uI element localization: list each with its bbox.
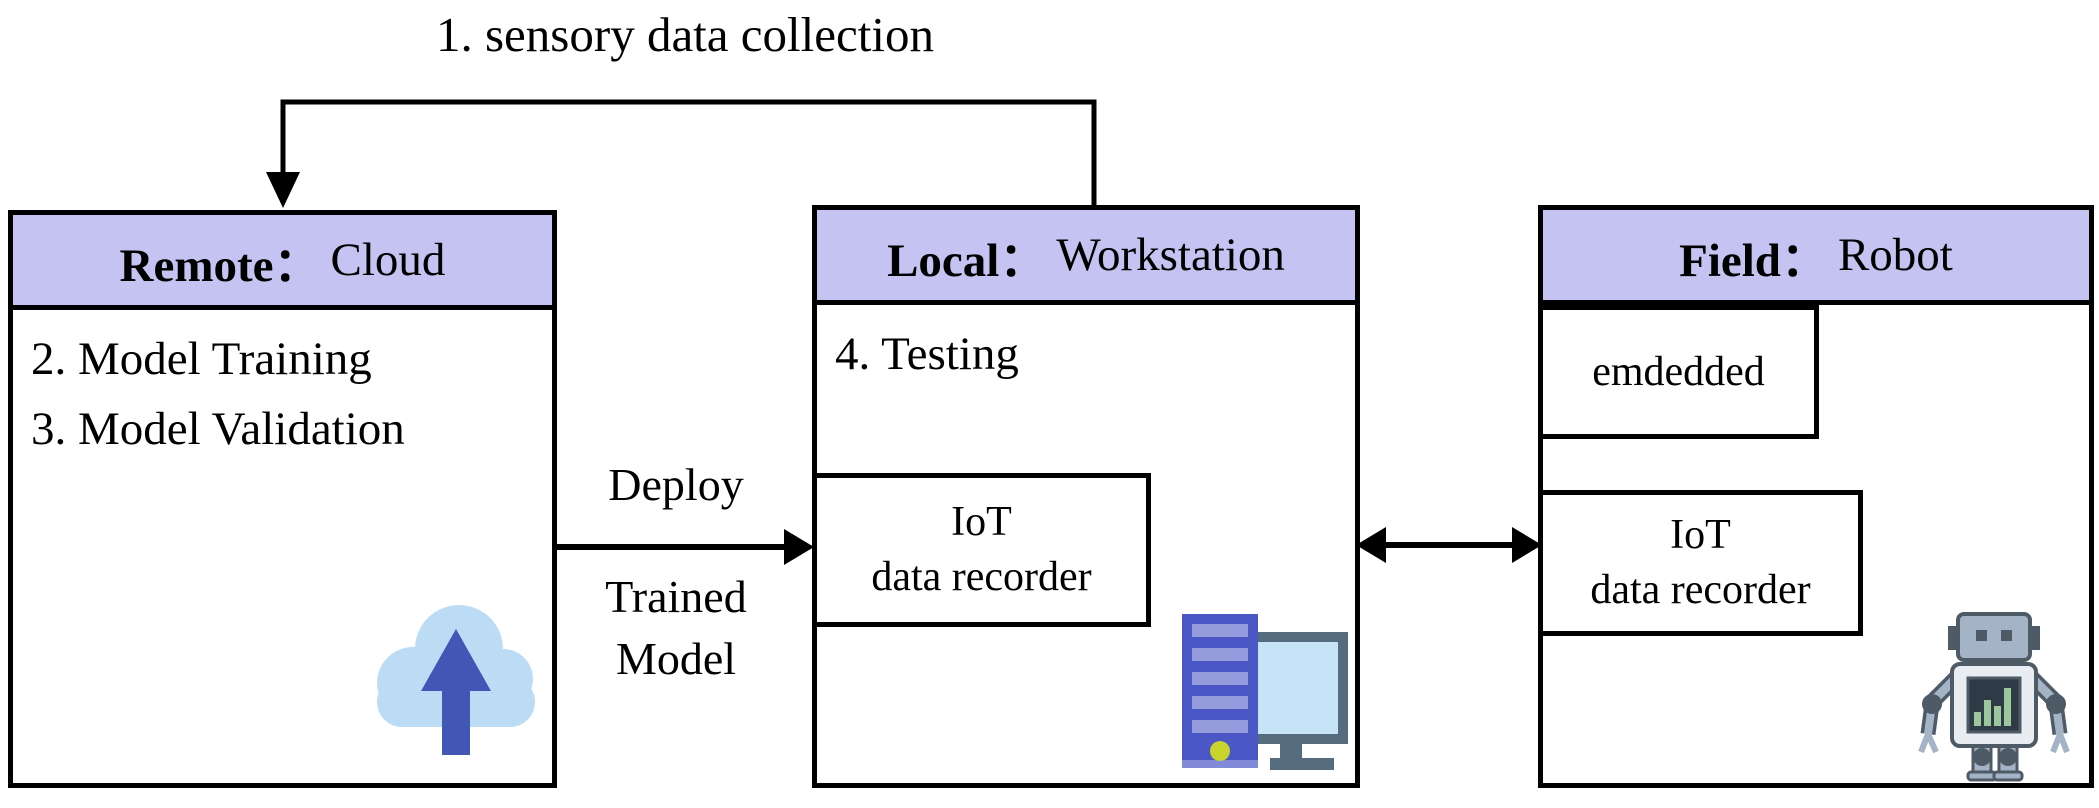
local-body: 4. Testing [817, 305, 1355, 389]
remote-header-title: Remote： [119, 239, 321, 292]
workstation-icon [1182, 614, 1348, 770]
remote-header: Remote： Cloud [13, 215, 552, 310]
iot-data-recorder-box-field: IoT data recorder [1538, 490, 1863, 636]
sync-double-arrow [1356, 527, 1542, 563]
local-header-subtitle: Workstation [1056, 229, 1285, 281]
deploy-label: Deploy [608, 459, 744, 510]
trained-model-label: Trained Model [558, 566, 794, 690]
robot-chart-bars [1974, 688, 2011, 726]
local-header: Local： Workstation [817, 210, 1355, 305]
local-header-title: Local： [887, 234, 1047, 287]
deploy-arrow [557, 529, 814, 565]
upload-arrow-icon [421, 629, 491, 755]
remote-body: 2. Model Training 3. Model Validation [13, 310, 552, 464]
field-header-subtitle: Robot [1837, 229, 1953, 281]
iot-field-line1: IoT [1670, 512, 1731, 559]
iot-data-recorder-box-local: IoT data recorder [812, 473, 1151, 627]
monitor-icon [1244, 632, 1348, 770]
trained-model-line1: Trained [605, 571, 747, 622]
robot-body [1950, 662, 2038, 748]
field-header: Field： Robot [1543, 210, 2089, 305]
remote-header-subtitle: Cloud [330, 234, 446, 286]
robot-head [1948, 612, 2040, 662]
trained-model-line2: Model [615, 633, 737, 684]
embedded-box: emdedded [1538, 305, 1819, 439]
tower-icon [1182, 614, 1258, 768]
robot-icon [1918, 612, 2070, 782]
embedded-label: emdedded [1592, 348, 1765, 395]
cloud-upload-icon [377, 605, 535, 755]
remote-step-2: 2. Model Training [31, 333, 372, 385]
remote-step-3: 3. Model Validation [31, 403, 405, 455]
power-button-icon [1210, 741, 1230, 761]
local-step-4: 4. Testing [835, 328, 1019, 380]
iot-local-line1: IoT [951, 499, 1012, 546]
iot-field-line2: data recorder [1590, 567, 1811, 613]
iot-local-line2: data recorder [871, 554, 1092, 600]
flow-step1-label: 1. sensory data collection [435, 7, 934, 62]
robot-legs [1966, 740, 2024, 782]
sensory-data-arrow [266, 99, 1097, 208]
field-header-title: Field： [1679, 234, 1828, 287]
